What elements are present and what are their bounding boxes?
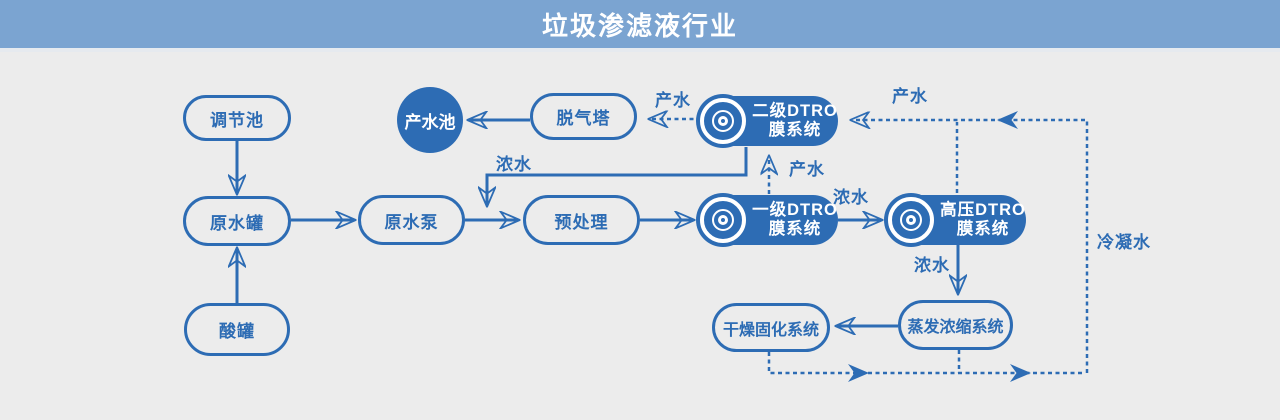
- node-label-line2: 膜系统: [768, 121, 822, 139]
- page-title: 垃圾渗滤液行业: [541, 10, 738, 41]
- edge-label-product-water-degasser: 产水: [655, 91, 691, 110]
- dashed-condensate-to-stage2: [852, 120, 1089, 373]
- node-dtro-stage1: 一级DTRO 膜系统: [696, 192, 840, 248]
- node-label: 预处理: [554, 212, 609, 232]
- node-label-line1: 一级DTRO: [752, 201, 838, 219]
- edge-label-concentrate-hp-evap: 浓水: [914, 256, 950, 275]
- edge-label-product-water-top: 产水: [892, 87, 928, 106]
- node-label: 二级DTRO 膜系统: [752, 102, 838, 140]
- node-label: 原水泵: [384, 212, 439, 232]
- node-dtro-high-pressure: 高压DTRO 膜系统: [884, 192, 1028, 248]
- edge-label-condensate: 冷凝水: [1097, 233, 1151, 252]
- header-bar: 垃圾渗滤液行业: [0, 0, 1280, 52]
- node-label: 产水池: [404, 112, 456, 132]
- node-regulation-pool: 调节池: [183, 95, 291, 141]
- node-label-line2: 膜系统: [956, 220, 1010, 238]
- node-label: 一级DTRO 膜系统: [752, 201, 838, 239]
- node-label: 高压DTRO 膜系统: [940, 201, 1026, 239]
- membrane-ring-icon: [712, 110, 734, 132]
- node-label: 脱气塔: [556, 109, 611, 128]
- node-label: 干燥固化系统: [722, 321, 819, 339]
- node-label: 蒸发浓缩系统: [907, 319, 1004, 336]
- membrane-ring-icon: [712, 209, 734, 231]
- node-label-line1: 高压DTRO: [940, 201, 1026, 219]
- node-label-line1: 二级DTRO: [752, 102, 838, 120]
- node-acid-tank: 酸罐: [184, 303, 290, 356]
- node-raw-water-pump: 原水泵: [358, 195, 465, 245]
- node-evaporation-system: 蒸发浓缩系统: [898, 300, 1013, 350]
- arrow-stage2-concentrate-return: [487, 147, 748, 205]
- node-raw-water-tank: 原水罐: [183, 196, 291, 246]
- dtro-membrane-icon: [700, 98, 746, 144]
- node-label: 酸罐: [219, 322, 255, 341]
- dtro-membrane-icon: [700, 197, 746, 243]
- node-degassing-tower: 脱气塔: [530, 93, 637, 140]
- node-pretreatment: 预处理: [523, 195, 640, 245]
- node-label: 原水罐: [210, 213, 264, 233]
- mid-arrow-top-left: [997, 111, 1018, 129]
- node-label-line2: 膜系统: [768, 220, 822, 238]
- dashed-drying-condensate: [767, 352, 1085, 375]
- edge-label-concentrate-return: 浓水: [496, 155, 532, 174]
- edge-label-product-water-stage1-stage2: 产水: [789, 160, 825, 179]
- dtro-membrane-icon: [888, 197, 934, 243]
- edge-label-concentrate-stage1-hp: 浓水: [833, 188, 869, 207]
- node-product-water-pool: 产水池: [397, 87, 463, 153]
- node-drying-system: 干燥固化系统: [712, 303, 830, 352]
- node-label: 调节池: [210, 110, 264, 130]
- mid-arrow-bottom-right-2: [1010, 364, 1031, 382]
- membrane-ring-icon: [900, 209, 922, 231]
- node-dtro-stage2: 二级DTRO 膜系统: [696, 93, 840, 149]
- mid-arrow-bottom-right-1: [848, 364, 869, 382]
